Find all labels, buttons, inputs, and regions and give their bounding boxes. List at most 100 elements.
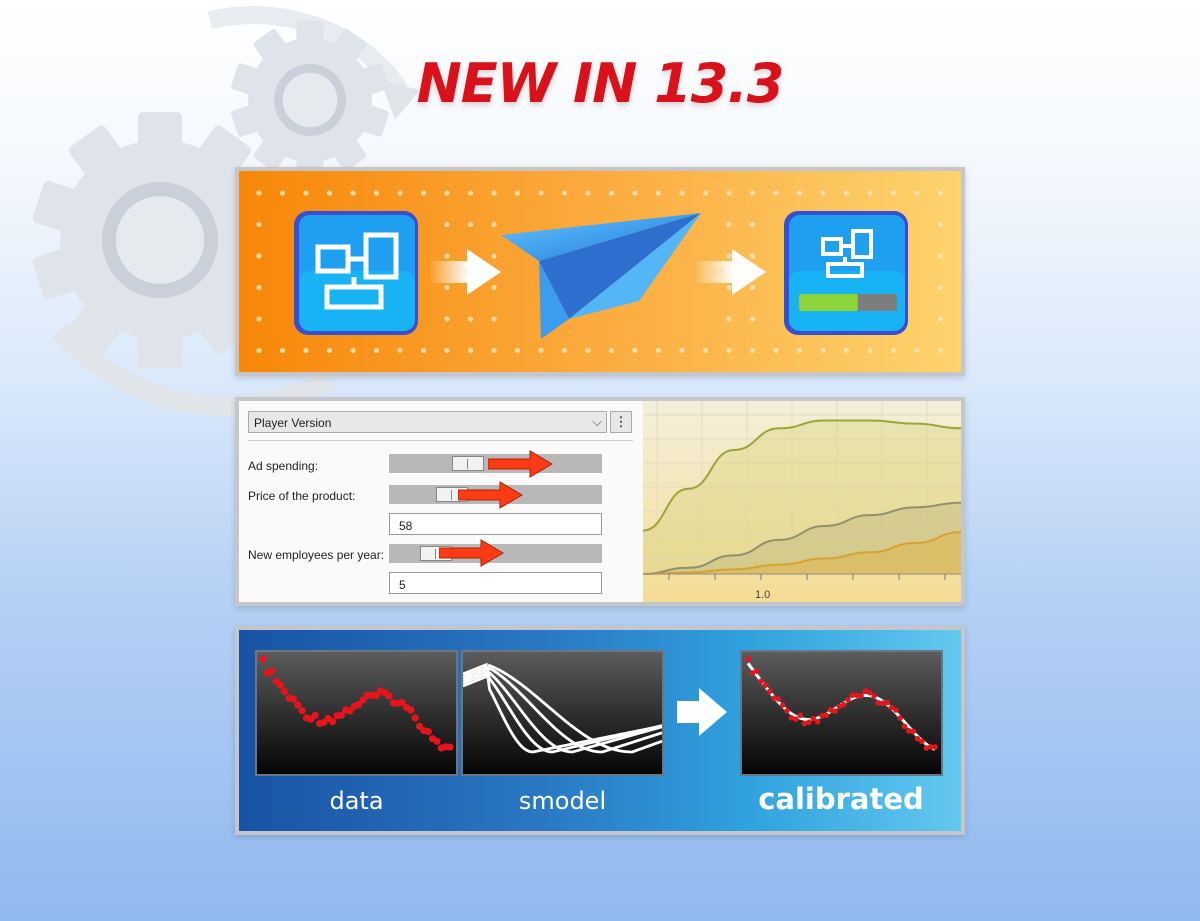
dot xyxy=(491,190,497,196)
data-point xyxy=(919,738,925,745)
data-point xyxy=(407,706,415,714)
data-point xyxy=(914,735,921,742)
dot xyxy=(937,190,944,196)
dot xyxy=(467,316,474,322)
dot xyxy=(444,253,450,259)
data-point xyxy=(753,668,760,674)
series-area xyxy=(643,532,961,574)
dot xyxy=(773,347,779,354)
page-title: NEW IN 13.3 xyxy=(416,52,785,115)
dot xyxy=(444,190,450,196)
dot xyxy=(749,284,756,291)
dot xyxy=(256,190,262,196)
arrow-right-icon xyxy=(439,539,504,567)
data-point xyxy=(745,656,751,662)
dot xyxy=(937,347,944,354)
data-point xyxy=(289,695,298,703)
data-point xyxy=(311,711,319,719)
publish-panel xyxy=(235,167,965,376)
menu-button[interactable]: ⋮ xyxy=(610,411,632,433)
dot xyxy=(350,190,356,196)
data-point xyxy=(884,699,890,706)
data-point xyxy=(888,704,895,711)
data-point xyxy=(779,702,786,708)
data-point xyxy=(801,720,808,727)
data-plot xyxy=(255,650,458,776)
dot xyxy=(937,284,944,291)
data-point xyxy=(359,696,367,704)
dot xyxy=(561,190,568,196)
calibration-panel: data smodel calibrated xyxy=(235,626,965,835)
calibrated-caption: calibrated xyxy=(758,782,924,816)
dot xyxy=(491,284,497,291)
dot xyxy=(749,347,756,354)
dot xyxy=(608,190,615,196)
data-point xyxy=(784,707,790,714)
data-point xyxy=(446,743,454,751)
data-point xyxy=(932,744,938,750)
data-point xyxy=(906,727,912,734)
dot xyxy=(914,347,920,354)
data-point xyxy=(910,728,917,735)
data-point xyxy=(766,688,773,695)
data-point xyxy=(398,699,406,707)
dot xyxy=(514,347,521,354)
arrow-right-icon xyxy=(488,450,553,478)
data-point xyxy=(328,718,337,726)
dot xyxy=(444,284,450,291)
data-point xyxy=(853,692,860,699)
data-point xyxy=(819,712,825,719)
x-tick-label: 1.0 xyxy=(755,589,771,601)
dot xyxy=(514,190,521,196)
data-point xyxy=(424,727,432,736)
data-point xyxy=(871,693,877,699)
dot xyxy=(420,190,427,196)
dot xyxy=(491,316,497,322)
dot xyxy=(679,190,685,196)
data-point xyxy=(281,687,289,696)
model-plot xyxy=(461,650,664,776)
dot xyxy=(749,316,756,322)
dot xyxy=(397,347,403,354)
data-point xyxy=(788,715,795,721)
dot xyxy=(397,190,403,196)
dot xyxy=(937,316,944,322)
data-point xyxy=(346,707,354,715)
dot xyxy=(749,253,756,259)
dot xyxy=(843,190,850,196)
slider-thumb[interactable] xyxy=(452,456,485,471)
price-field[interactable]: 58 xyxy=(389,513,602,535)
dot xyxy=(303,347,309,354)
data-point xyxy=(775,696,782,702)
data-point xyxy=(840,701,847,708)
data-point xyxy=(901,723,908,730)
dot xyxy=(444,347,450,354)
dot xyxy=(914,190,920,196)
model-curve xyxy=(463,666,662,754)
model-curve xyxy=(463,663,662,754)
series-area xyxy=(643,502,961,574)
employees-field[interactable]: 5 xyxy=(389,572,602,594)
dot xyxy=(608,347,615,354)
dot xyxy=(467,347,474,354)
dot xyxy=(890,190,897,196)
ad-spending-label: Ad spending: xyxy=(248,459,319,473)
dot xyxy=(256,253,262,259)
dot xyxy=(491,253,497,259)
data-point xyxy=(836,703,843,710)
version-dropdown[interactable]: Player Version ⌵ xyxy=(248,411,607,433)
data-point xyxy=(845,697,851,703)
dot xyxy=(749,190,756,196)
model-curve xyxy=(463,669,662,754)
dot xyxy=(373,347,380,354)
dot xyxy=(326,190,333,196)
dot xyxy=(279,190,286,196)
dot xyxy=(726,284,732,291)
series-line xyxy=(643,531,961,575)
data-point xyxy=(823,712,830,719)
price-label: Price of the product: xyxy=(248,489,356,503)
series-area xyxy=(643,420,961,574)
dot xyxy=(256,347,262,354)
data-caption: data xyxy=(329,787,384,815)
chevron-down-icon: ⌵ xyxy=(592,414,602,429)
